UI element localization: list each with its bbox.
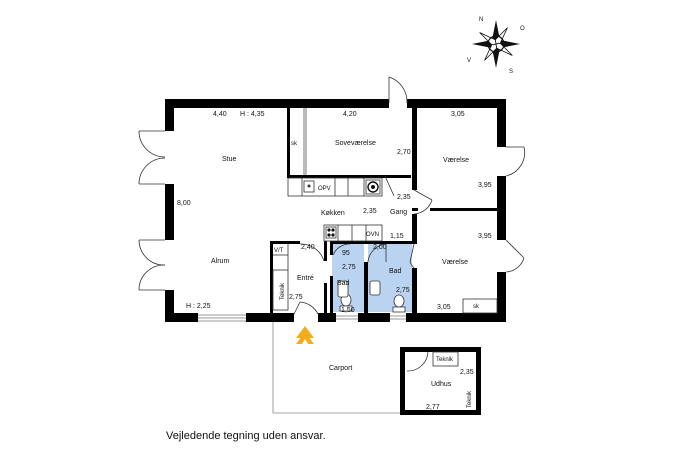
label-teknik-udhus-box: Teknik (436, 357, 454, 363)
dim-sove-width: 4,20 (343, 111, 357, 118)
dim-entre-width: 2,40 (301, 244, 315, 251)
room-alrum: Alrum (211, 258, 229, 265)
room-koekken: Køkken (321, 210, 345, 217)
dim-stue-width: 4,40 (213, 111, 227, 118)
dim-udhus-width: 2,77 (426, 404, 440, 411)
dim-vaer-top-width: 3,05 (451, 111, 465, 118)
room-sovevaerelse: Soveværelse (335, 140, 376, 147)
room-vaerelse-top: Værelse (443, 157, 469, 164)
dim-ceiling-height: H : 4,35 (240, 111, 265, 118)
room-stue: Stue (222, 156, 237, 163)
ventilation-icon (365, 179, 381, 195)
room-vaerelse-bottom: Værelse (442, 259, 468, 266)
label-teknik-entre: Teknik (280, 282, 286, 300)
dim-bad-left-depth: 2,75 (342, 264, 356, 271)
kitchen-counters (287, 177, 383, 242)
room-entre: Entré (297, 275, 314, 282)
dim-alrum-height: H : 2,25 (186, 303, 211, 310)
label-ovn: OVN (366, 232, 379, 238)
label-vt: V/T (274, 248, 284, 254)
dim-vaer-bottom-width: 3,05 (437, 304, 451, 311)
outer-walls (165, 99, 506, 322)
label-opv: OPV (318, 186, 331, 192)
compass-o: O (520, 26, 525, 32)
dim-entre-depth: 2,75 (289, 294, 303, 301)
udhus-teknik-box (432, 351, 459, 367)
compass-rose-icon (472, 20, 520, 68)
room-bad-left: Bad (337, 280, 350, 287)
cabinet (462, 298, 498, 314)
bath-right-fill (368, 244, 412, 312)
interior-walls (270, 106, 498, 315)
compass-v: V (467, 58, 471, 64)
room-udhus: Udhus (431, 381, 452, 388)
dim-bad-bottom: 1,50 (341, 307, 355, 314)
entrance-arrow-icon (296, 326, 314, 344)
dim-bad-left-width: 95 (342, 250, 350, 257)
dim-udhus-depth: 2,35 (460, 369, 474, 376)
dim-alrum-depth: 8,00 (177, 200, 191, 207)
dim-sove-depth: 2,70 (397, 149, 411, 156)
wardrobe (303, 108, 307, 175)
carport-outline (272, 322, 400, 414)
disclaimer-caption: Vejledende tegning uden ansvar. (166, 430, 326, 442)
udhus-walls (400, 347, 481, 415)
dim-vaer-bottom-depth: 3,95 (478, 233, 492, 240)
dim-vaer-top-depth: 3,95 (478, 182, 492, 189)
dim-gang-c: 1,15 (390, 233, 404, 240)
windows (198, 314, 406, 322)
compass-n: N (479, 17, 483, 23)
stove-icon (325, 226, 337, 239)
room-carport: Carport (329, 365, 352, 372)
compass-s: S (509, 69, 513, 75)
room-bad-right: Bad (389, 268, 402, 275)
dim-bad-right-depth: 2,75 (396, 287, 410, 294)
dim-gang-b: 2,35 (363, 208, 377, 215)
room-gang: Gang (390, 209, 407, 216)
dim-bad-right-width: 2,00 (373, 244, 387, 251)
bath-fixtures (337, 280, 406, 313)
sink-icon (303, 180, 315, 193)
doors (138, 76, 525, 372)
label-teknik-udhus-vertical: Teknik (467, 390, 473, 408)
dim-gang-a: 2,35 (397, 194, 411, 201)
label-sk-bedroom: sk (291, 141, 298, 147)
label-sk-room: sk (473, 304, 480, 310)
teknik-closet (272, 269, 289, 311)
